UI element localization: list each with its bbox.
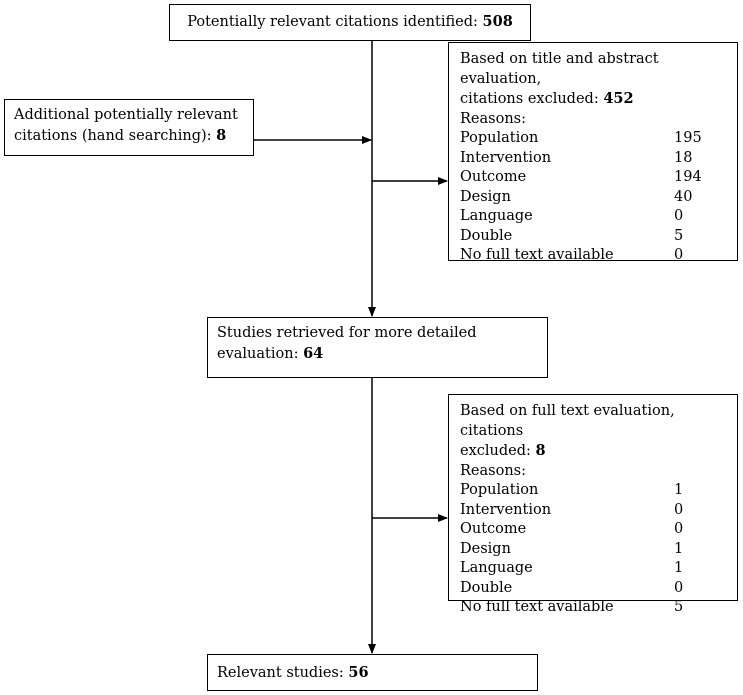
excl1-line1: Based on title and abstract evaluation, <box>460 51 659 87</box>
reason-value: 0 <box>674 521 684 537</box>
excl2-reason-row: Double 0 <box>460 579 737 599</box>
reason-label: Design <box>460 188 511 205</box>
reason-label: Population <box>460 482 539 498</box>
excl2-count: 8 <box>535 442 546 459</box>
additional-line1: Additional potentially relevant <box>14 107 238 123</box>
reason-label: Design <box>460 540 511 557</box>
reason-label: Double <box>460 227 513 244</box>
reason-label: Outcome <box>460 521 527 537</box>
reason-label: Language <box>460 208 533 224</box>
excl1-reason-row: Population 195 <box>460 129 737 149</box>
excl1-reason-row: Intervention 18 <box>460 149 737 169</box>
reason-value: 0 <box>674 501 684 518</box>
reason-value: 5 <box>674 599 684 615</box>
reason-label: Intervention <box>460 501 552 518</box>
reason-value: 40 <box>674 188 693 205</box>
title-abstract-exclusion-box: Based on title and abstract evaluation, … <box>448 42 738 263</box>
excl2-line1: Based on full text evaluation, citations <box>460 403 675 439</box>
retrieved-line1: Studies retrieved for more detailed <box>217 325 477 341</box>
excl1-reason-row: Language 0 <box>460 207 737 227</box>
reason-value: 1 <box>674 560 684 576</box>
relevant-label: Relevant studies: <box>217 665 349 681</box>
excl2-reason-row: Design 1 <box>460 540 737 560</box>
excl2-reasons-label: Reasons: <box>460 462 526 479</box>
reason-value: 18 <box>674 149 693 166</box>
reason-label: No full text available <box>460 599 614 615</box>
reason-label: Language <box>460 560 533 576</box>
retrieved-line2: evaluation: <box>217 345 304 362</box>
excl1-reason-row: Double 5 <box>460 227 737 247</box>
reason-label: No full text available <box>460 247 614 263</box>
excl1-line2: citations excluded: <box>460 91 604 107</box>
excl1-reason-row: Design 40 <box>460 188 737 208</box>
retrieved-count: 64 <box>303 344 324 362</box>
excl1-reasons-label: Reasons: <box>460 110 526 127</box>
excl1-reason-row: No full text available 0 <box>460 246 737 266</box>
additional-count: 8 <box>216 126 227 144</box>
reason-value: 0 <box>674 247 684 263</box>
excl2-reason-row: Language 1 <box>460 559 737 579</box>
reason-label: Intervention <box>460 149 552 166</box>
identified-label: Potentially relevant citations identifie… <box>187 14 483 30</box>
reason-label: Double <box>460 579 513 596</box>
reason-value: 0 <box>674 579 684 596</box>
reason-value: 195 <box>674 130 702 146</box>
identified-citations-box: Potentially relevant citations identifie… <box>169 4 531 41</box>
excl2-reason-row: No full text available 5 <box>460 598 737 618</box>
reason-value: 194 <box>674 169 702 185</box>
relevant-studies-box: Relevant studies: 56 <box>207 654 538 691</box>
additional-line2: citations (hand searching): <box>14 127 217 144</box>
reason-value: 0 <box>674 208 684 224</box>
excl2-reason-row: Intervention 0 <box>460 501 737 521</box>
additional-citations-box: Additional potentially relevant citation… <box>4 99 254 156</box>
retrieved-studies-box: Studies retrieved for more detailed eval… <box>207 317 548 378</box>
reason-value: 1 <box>674 482 684 498</box>
excl1-count: 452 <box>603 90 634 107</box>
excl2-reason-row: Outcome 0 <box>460 520 737 540</box>
excl2-reason-row: Population 1 <box>460 481 737 501</box>
full-text-exclusion-box: Based on full text evaluation, citations… <box>448 394 738 615</box>
reason-value: 5 <box>674 227 684 244</box>
reason-label: Population <box>460 130 539 146</box>
reason-value: 1 <box>674 540 684 557</box>
relevant-count: 56 <box>348 664 369 681</box>
excl1-reason-row: Outcome 194 <box>460 168 737 188</box>
identified-count: 508 <box>482 13 513 30</box>
excl2-line2: excluded: <box>460 443 536 459</box>
reason-label: Outcome <box>460 169 527 185</box>
